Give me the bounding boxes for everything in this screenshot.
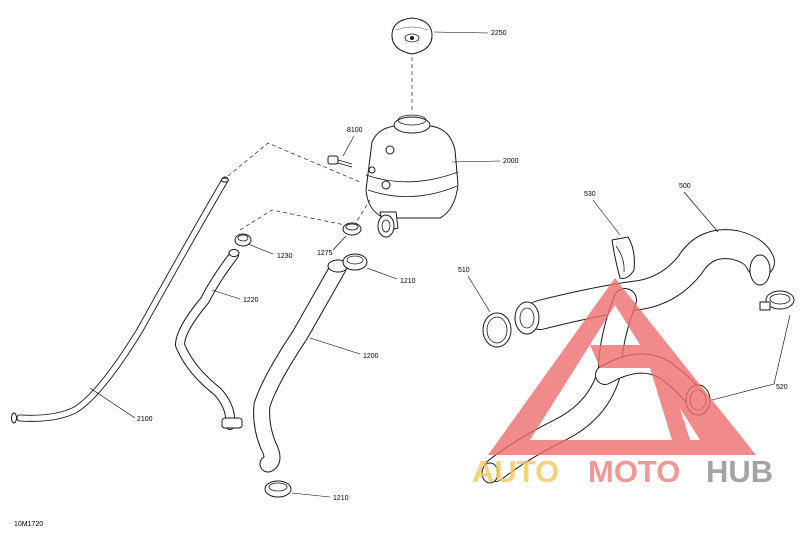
bracket-530 (611, 236, 635, 279)
hose-2100 (11, 176, 229, 424)
diagram-id: 10M1720 (14, 521, 43, 528)
radiator-cap (391, 17, 433, 110)
callout-1200: 1200 (363, 353, 379, 360)
clamp-510 (482, 312, 512, 348)
callout-1230: 1230 (277, 253, 293, 260)
watermark-moto: MOTO (588, 454, 680, 489)
assembly-dash-lines (227, 142, 371, 233)
callout-8100: 8100 (347, 127, 363, 134)
callout-1220: 1220 (243, 297, 259, 304)
clamp-1210-upper (342, 253, 368, 271)
callout-2250: 2250 (491, 30, 507, 37)
clamp-1230 (234, 233, 252, 247)
watermark-hub: HUB (706, 454, 773, 489)
bolt (327, 155, 353, 168)
leader-lines (89, 31, 791, 498)
callout-1210-lower: 1210 (333, 495, 349, 502)
callout-1210-upper: 1210 (400, 278, 416, 285)
clamp-520-upper (759, 290, 795, 311)
callout-labels: 2250 8100 2000 1230 1275 1210 1220 1200 … (14, 30, 788, 528)
callout-2000: 2000 (503, 158, 519, 165)
callout-2100: 2100 (137, 416, 153, 423)
callout-510: 510 (458, 267, 470, 274)
watermark-triangle (488, 278, 756, 455)
callout-530: 530 (584, 191, 596, 198)
clamp-1210-lower (264, 480, 292, 498)
hose-1220 (174, 249, 243, 430)
clamp-1275 (342, 222, 362, 236)
expansion-tank (365, 114, 459, 238)
hose-1200 (253, 259, 349, 473)
callout-520: 520 (776, 384, 788, 391)
watermark-auto: AUTO (472, 454, 559, 489)
callout-1275: 1275 (317, 250, 333, 257)
callout-500: 500 (679, 183, 691, 190)
watermark-logo: AUTO MOTO HUB (472, 278, 773, 489)
